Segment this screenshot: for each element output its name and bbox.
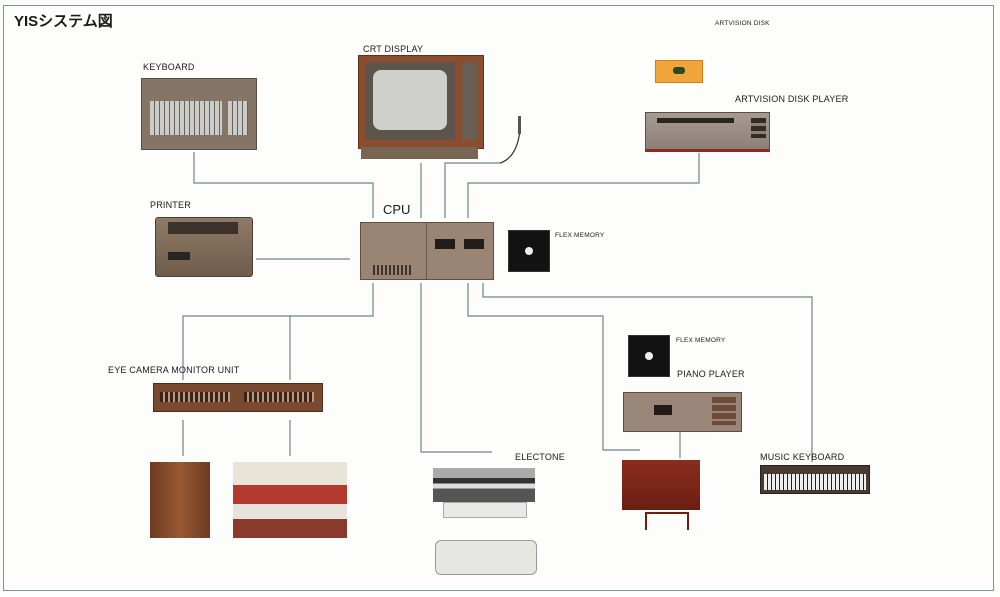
keyboard-image: [141, 78, 257, 150]
artvision-disk-image: [655, 60, 703, 83]
crt-stand: [361, 147, 478, 159]
keyboard-cpu-line: [193, 152, 374, 218]
numpad-icon: [228, 101, 248, 135]
cpu-label: CPU: [383, 202, 411, 217]
piano-image: [622, 460, 700, 510]
floppy-drive-1: [435, 239, 455, 249]
player-controls: [751, 118, 766, 138]
disc-slot: [657, 118, 734, 123]
piano-player-image: [623, 392, 742, 432]
music-keyboard-image: [760, 465, 870, 494]
music-keyboard-label: MUSIC KEYBOARD: [760, 452, 845, 462]
crt-display-image: [358, 55, 484, 149]
cpu-divider: [426, 223, 427, 279]
artvision-disk-player-image: [645, 112, 770, 152]
flex-memory-label: FLEX MEMORY: [555, 232, 605, 239]
electone-pedals: [435, 540, 537, 575]
piano-player-label: PIANO PLAYER: [677, 369, 745, 379]
electone-label: ELECTONE: [515, 452, 565, 462]
flex-memory-2-label: FLEX MEMORY: [676, 337, 726, 344]
artvision-disk-label: ARTVISION DISK: [715, 20, 770, 27]
piano-bench: [645, 512, 689, 530]
player-cpu-line: [467, 153, 700, 218]
piano-keys-icon: [764, 474, 866, 490]
electone-image: [433, 468, 535, 502]
door-image: [150, 462, 210, 538]
piano-player-controls: [712, 397, 736, 425]
diagram-title: YISシステム図: [14, 13, 113, 30]
printer-label: PRINTER: [150, 200, 191, 210]
diagram-frame: [3, 5, 994, 591]
cpu-piano-line: [467, 283, 640, 451]
flex-memory-2-disk-icon: [628, 335, 670, 377]
lightpen-cpu-line: [444, 162, 500, 218]
floppy-drive-2: [464, 239, 484, 249]
cpu-electone-line: [420, 283, 492, 453]
flex-memory-disk-icon: [508, 230, 550, 272]
eye-camera-unit-image: [153, 383, 323, 412]
piano-player-drive: [654, 405, 672, 415]
printer-image: [155, 217, 253, 277]
crt-controls: [461, 62, 477, 140]
cpu-image: [360, 222, 494, 280]
cpu-musickeyboard-line: [482, 283, 813, 462]
bathroom-image: [233, 462, 347, 538]
printer-carriage: [168, 222, 238, 234]
crt-display-label: CRT DISPLAY: [363, 44, 424, 54]
cpu-eyecamera-line: [182, 283, 374, 380]
electone-stand: [443, 502, 527, 518]
cpu-vent: [373, 265, 413, 275]
printer-panel: [168, 252, 190, 260]
unit-panel-left: [160, 392, 230, 402]
keys-icon: [150, 101, 222, 135]
crt-screen: [373, 70, 447, 130]
artvision-disk-player-label: ARTVISION DISK PLAYER: [735, 94, 849, 104]
disk-logo: [673, 67, 685, 74]
eye-camera-label: EYE CAMERA MONITOR UNIT: [108, 365, 240, 375]
light-pen-cord: [499, 129, 521, 164]
unit-panel-right: [244, 392, 314, 402]
light-pen-icon: [518, 116, 521, 134]
keyboard-label: KEYBOARD: [143, 62, 195, 72]
